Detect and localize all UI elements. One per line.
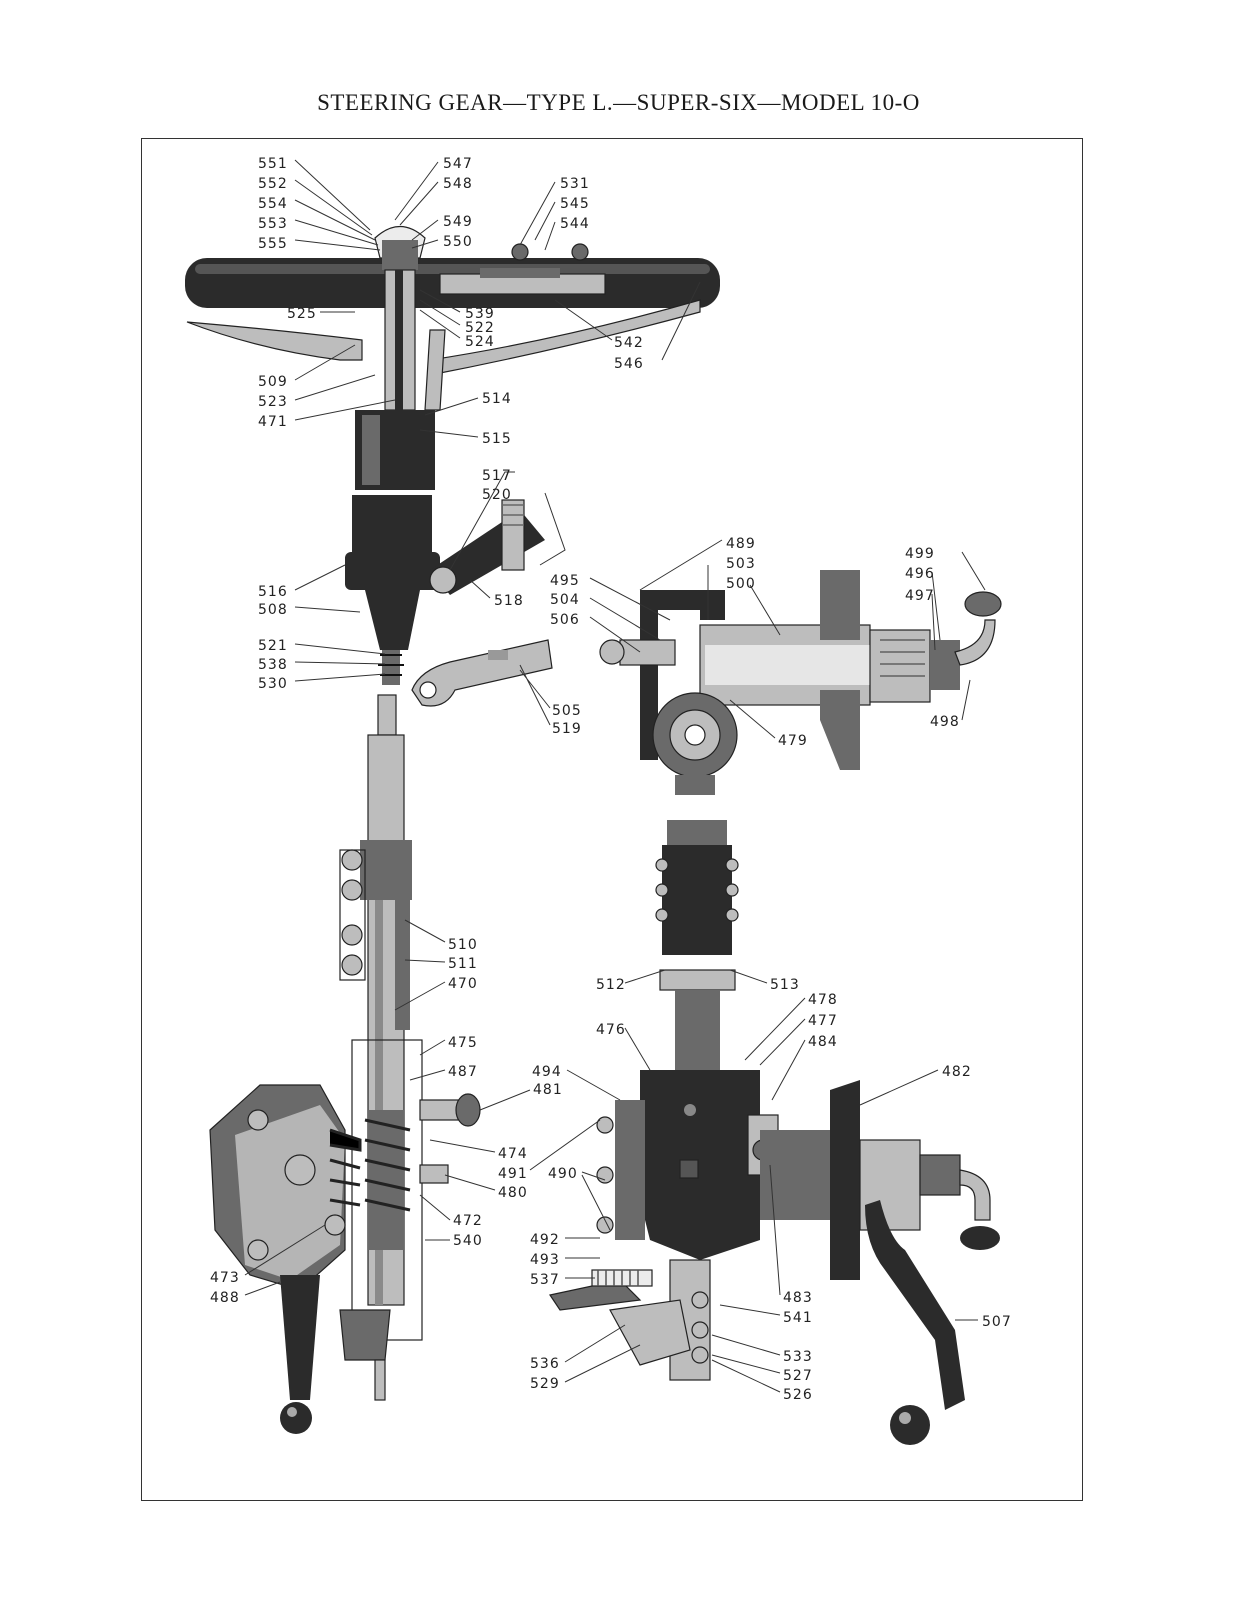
callout-472: 472 (453, 1213, 483, 1229)
callout-487: 487 (448, 1064, 478, 1080)
callout-511: 511 (448, 956, 478, 972)
drop-arm-left (280, 1275, 320, 1434)
callout-518: 518 (494, 593, 524, 609)
callout-481: 481 (533, 1082, 563, 1098)
callout-492: 492 (530, 1232, 560, 1248)
callout-551: 551 (258, 156, 288, 172)
callout-529: 529 (530, 1376, 560, 1392)
callout-480: 480 (498, 1185, 528, 1201)
callout-553: 553 (258, 216, 288, 232)
callout-542: 542 (614, 335, 644, 351)
callout-482: 482 (942, 1064, 972, 1080)
callout-545: 545 (560, 196, 590, 212)
callout-530: 530 (258, 676, 288, 692)
callout-478: 478 (808, 992, 838, 1008)
detached-arm (411, 639, 553, 707)
callout-548: 548 (443, 176, 473, 192)
callout-527: 527 (783, 1368, 813, 1384)
steering-wheel-assembly (185, 225, 720, 411)
leader-lines (244, 159, 986, 1393)
callout-475: 475 (448, 1035, 478, 1051)
callout-479: 479 (778, 733, 808, 749)
callout-488: 488 (210, 1290, 240, 1306)
callout-510: 510 (448, 937, 478, 953)
callout-503: 503 (726, 556, 756, 572)
callout-544: 544 (560, 216, 590, 232)
callout-536: 536 (530, 1356, 560, 1372)
lower-steering-column (339, 694, 481, 1401)
callout-515: 515 (482, 431, 512, 447)
callout-550: 550 (443, 234, 473, 250)
callout-549: 549 (443, 214, 473, 230)
callout-541: 541 (783, 1310, 813, 1326)
callout-489: 489 (726, 536, 756, 552)
drop-arm-right (865, 1200, 965, 1445)
callout-504: 504 (550, 592, 580, 608)
callout-526: 526 (783, 1387, 813, 1403)
callout-506: 506 (550, 612, 580, 628)
callout-539: 539 (465, 306, 495, 322)
callout-495: 495 (550, 573, 580, 589)
callout-554: 554 (258, 196, 288, 212)
callout-470: 470 (448, 976, 478, 992)
callout-538: 538 (258, 657, 288, 673)
callout-516: 516 (258, 584, 288, 600)
callout-508: 508 (258, 602, 288, 618)
callout-519: 519 (552, 721, 582, 737)
callout-471: 471 (258, 414, 288, 430)
callout-491: 491 (498, 1166, 528, 1182)
control-lever (429, 499, 545, 595)
callout-540: 540 (453, 1233, 483, 1249)
callout-509: 509 (258, 374, 288, 390)
callout-496: 496 (905, 566, 935, 582)
callout-483: 483 (783, 1290, 813, 1306)
callout-499: 499 (905, 546, 935, 562)
callout-490: 490 (548, 1166, 578, 1182)
callout-522: 522 (465, 320, 495, 336)
housing-cross-section (599, 570, 1002, 795)
callout-524: 524 (465, 334, 495, 350)
callout-547: 547 (443, 156, 473, 172)
callout-473: 473 (210, 1270, 240, 1286)
callout-513: 513 (770, 977, 800, 993)
callout-labels: 551 552 554 553 555 547 548 549 550 531 … (210, 156, 1012, 1403)
callout-555: 555 (258, 236, 288, 252)
callout-493: 493 (530, 1252, 560, 1268)
upper-steering-column (345, 269, 440, 685)
callout-531: 531 (560, 176, 590, 192)
callout-474: 474 (498, 1146, 528, 1162)
callout-500: 500 (726, 576, 756, 592)
callout-514: 514 (482, 391, 512, 407)
callout-552: 552 (258, 176, 288, 192)
callout-525: 525 (287, 306, 317, 322)
callout-476: 476 (596, 1022, 626, 1038)
callout-523: 523 (258, 394, 288, 410)
callout-494: 494 (532, 1064, 562, 1080)
callout-507: 507 (982, 1314, 1012, 1330)
callout-521: 521 (258, 638, 288, 654)
callout-505: 505 (552, 703, 582, 719)
callout-520: 520 (482, 487, 512, 503)
page-title: STEERING GEAR—TYPE L.—SUPER-SIX—MODEL 10… (317, 90, 920, 115)
callout-533: 533 (783, 1349, 813, 1365)
callout-537: 537 (530, 1272, 560, 1288)
callout-477: 477 (808, 1013, 838, 1029)
callout-546: 546 (614, 356, 644, 372)
callout-517: 517 (482, 468, 512, 484)
callout-497: 497 (905, 588, 935, 604)
sector-housing (209, 1084, 362, 1291)
callout-512: 512 (596, 977, 626, 993)
gearbox-exterior (549, 820, 1000, 1381)
callout-484: 484 (808, 1034, 838, 1050)
callout-498: 498 (930, 714, 960, 730)
